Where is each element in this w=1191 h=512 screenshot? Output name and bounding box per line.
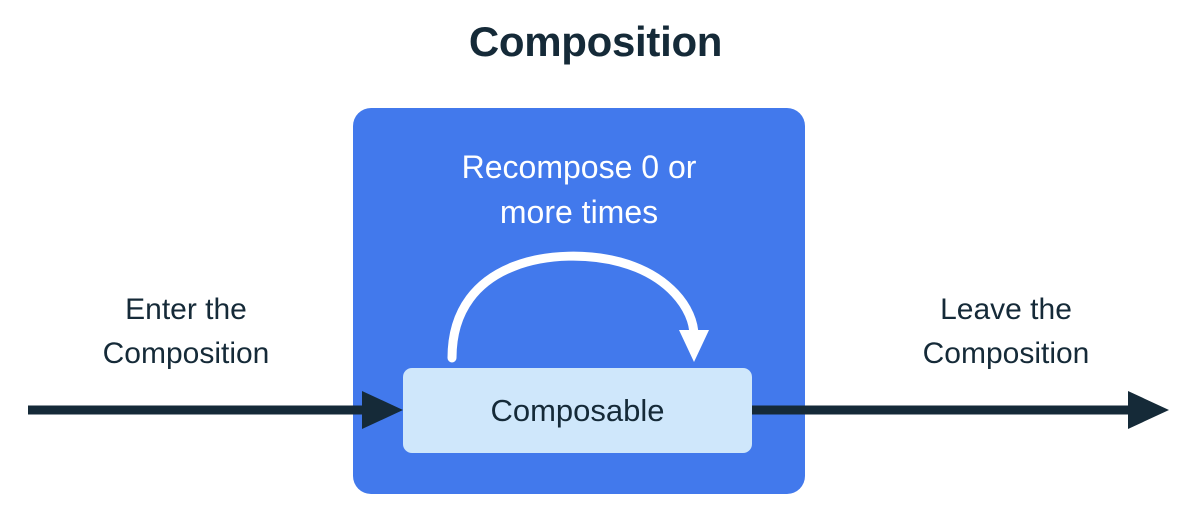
recompose-note-line-2: more times <box>499 194 659 230</box>
enter-composition-label-line-2: Composition <box>102 337 270 370</box>
composable-node-label: Composable <box>490 392 665 428</box>
enter-composition-label-line-1: Enter the <box>125 293 247 326</box>
composable-node: Composable <box>403 368 752 453</box>
leave-arrow-icon <box>752 391 1169 429</box>
enter-arrow-icon <box>28 391 403 429</box>
recompose-note: Recompose 0 or more times <box>353 145 805 235</box>
page-title: Composition <box>468 18 723 65</box>
leave-composition-label: Leave the Composition <box>850 288 1162 376</box>
leave-composition-label-line-1: Leave the <box>940 293 1072 326</box>
enter-composition-label: Enter the Composition <box>30 288 342 376</box>
recompose-note-line-1: Recompose 0 or <box>461 149 697 185</box>
leave-composition-label-line-2: Composition <box>922 337 1090 370</box>
